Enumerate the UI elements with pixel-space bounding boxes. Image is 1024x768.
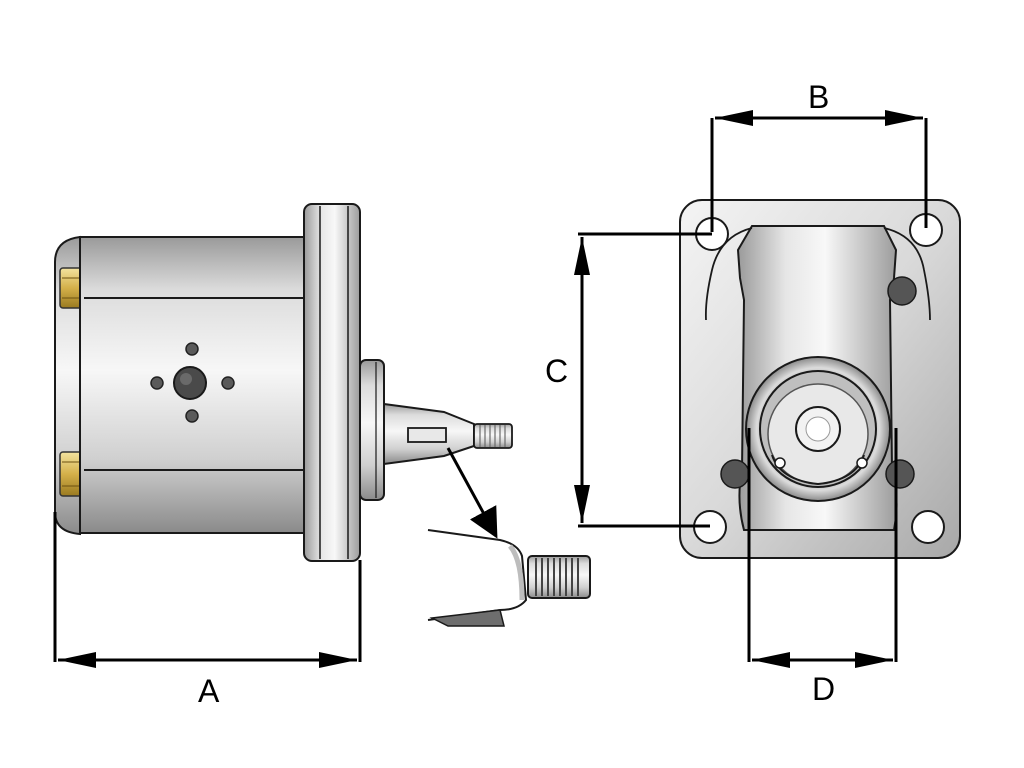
dimension-b-label: B [808, 79, 829, 115]
detail-shaft [427, 529, 528, 621]
bolt-hole-icon [185, 409, 199, 423]
pump-side-view [54, 203, 513, 562]
shaft-thread [473, 423, 513, 449]
mounting-hole-icon [911, 510, 945, 544]
port-hole-icon [885, 459, 915, 489]
bolt-hole-icon [221, 376, 235, 390]
detail-pointer-arrow [446, 447, 498, 539]
lower-bolt-icon [59, 451, 83, 497]
dimension-a [53, 512, 362, 668]
pilot-spigot [359, 359, 385, 501]
dimension-b [710, 110, 928, 232]
dimension-d-label: D [812, 671, 835, 707]
bolt-hole-icon [185, 342, 199, 356]
upper-bolt-icon [59, 267, 83, 309]
port-hole-icon [887, 276, 917, 306]
shaft-key [407, 427, 447, 443]
seal-clip-icon [774, 457, 786, 469]
seal-clip-icon [856, 457, 868, 469]
tapered-shaft-detail [427, 447, 591, 627]
dimension-c [574, 232, 712, 528]
dimension-a-label: A [198, 673, 220, 709]
pump-front-view [679, 199, 961, 559]
bolt-hole-icon [150, 376, 164, 390]
mounting-flange [303, 203, 361, 562]
port-hole-icon [720, 459, 750, 489]
dimension-c-label: C [545, 353, 568, 389]
dimension-d [747, 428, 898, 668]
detail-shaft-shadow [429, 609, 505, 627]
